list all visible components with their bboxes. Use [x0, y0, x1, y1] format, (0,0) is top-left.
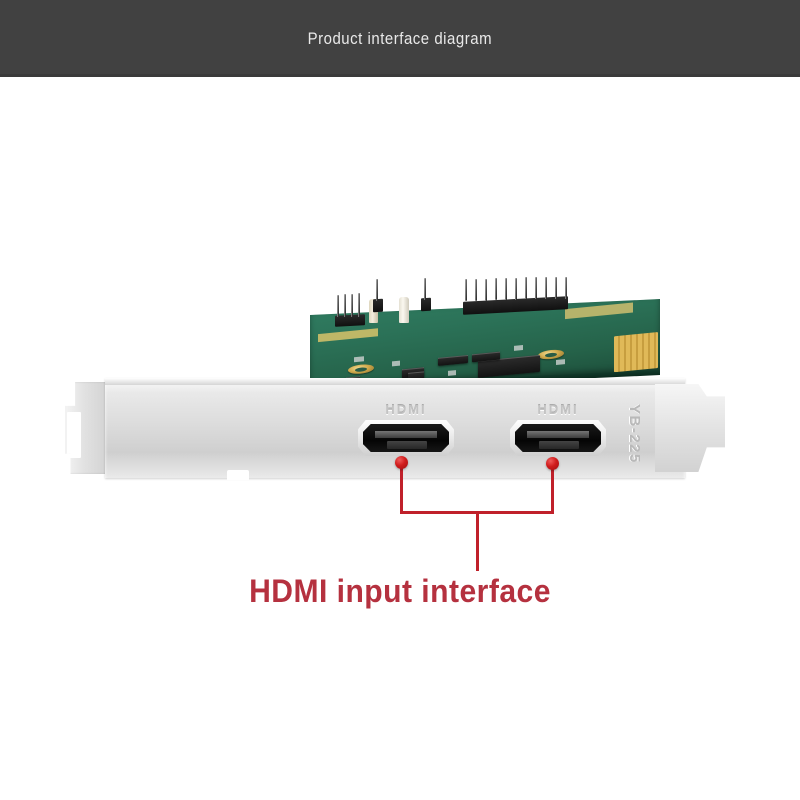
hdmi-connector-shell: [358, 420, 454, 456]
smd-component: [514, 345, 523, 351]
header-pin: [358, 293, 360, 317]
pin-header-single: [421, 297, 431, 312]
header-pin: [555, 277, 557, 299]
pcie-edge-connector: [614, 331, 658, 373]
header-pin: [525, 277, 527, 299]
smd-component: [354, 356, 364, 363]
header-pin: [376, 279, 378, 301]
model-label: YB-225: [626, 404, 643, 464]
header-pin: [505, 278, 507, 300]
header-pin: [337, 295, 339, 317]
header-pin: [565, 277, 567, 299]
header-pin: [351, 294, 353, 317]
pcb-chip: [438, 354, 468, 366]
callout-stem-line: [476, 514, 479, 571]
product-image-stage: YB-225 HDMI HDMI: [0, 77, 800, 800]
hdmi-contact-strip: [527, 431, 589, 438]
hdmi-connector-opening: [515, 424, 601, 452]
bracket-tab-notch: [67, 412, 81, 458]
pcb-silkscreen-left: [318, 328, 378, 343]
header-pin: [485, 279, 487, 301]
hdmi-connector-opening: [363, 424, 449, 452]
hdmi-contact-strip: [375, 431, 437, 438]
pin-header-single: [373, 298, 383, 313]
bracket-right-end: [655, 384, 725, 472]
pci-bracket: YB-225 HDMI HDMI: [65, 378, 725, 480]
capacitor: [399, 297, 409, 323]
header-pin: [545, 277, 547, 299]
page-header: Product interface diagram: [0, 0, 800, 77]
header-pin: [535, 277, 537, 299]
hdmi-connector-shell: [510, 420, 606, 456]
page-title: Product interface diagram: [307, 28, 493, 48]
header-pin: [495, 278, 497, 300]
hdmi-port-2[interactable]: HDMI: [510, 400, 606, 456]
header-pin: [465, 279, 467, 301]
pcb-mounting-hole: [348, 363, 374, 375]
hdmi-tongue: [387, 441, 427, 449]
bracket-bottom-notch: [227, 470, 249, 480]
header-pin: [515, 278, 517, 300]
header-pin: [424, 278, 426, 300]
hdmi-port-1-label: HDMI: [385, 402, 427, 417]
pin-header-4pin: [335, 314, 365, 327]
callout-label: HDMI input interface: [249, 573, 551, 609]
hdmi-tongue: [539, 441, 579, 449]
smd-component: [556, 359, 565, 366]
callout-bracket-line: [400, 511, 554, 514]
pcb-assembly: [305, 277, 665, 392]
pcb-silkscreen-right: [565, 302, 633, 320]
header-pin: [475, 279, 477, 301]
hdmi-port-1[interactable]: HDMI: [358, 400, 454, 456]
header-pin: [344, 294, 346, 317]
hdmi-port-2-label: HDMI: [537, 402, 579, 417]
smd-component: [448, 370, 456, 376]
bracket-top-bevel: [105, 378, 685, 385]
smd-component: [392, 360, 400, 367]
